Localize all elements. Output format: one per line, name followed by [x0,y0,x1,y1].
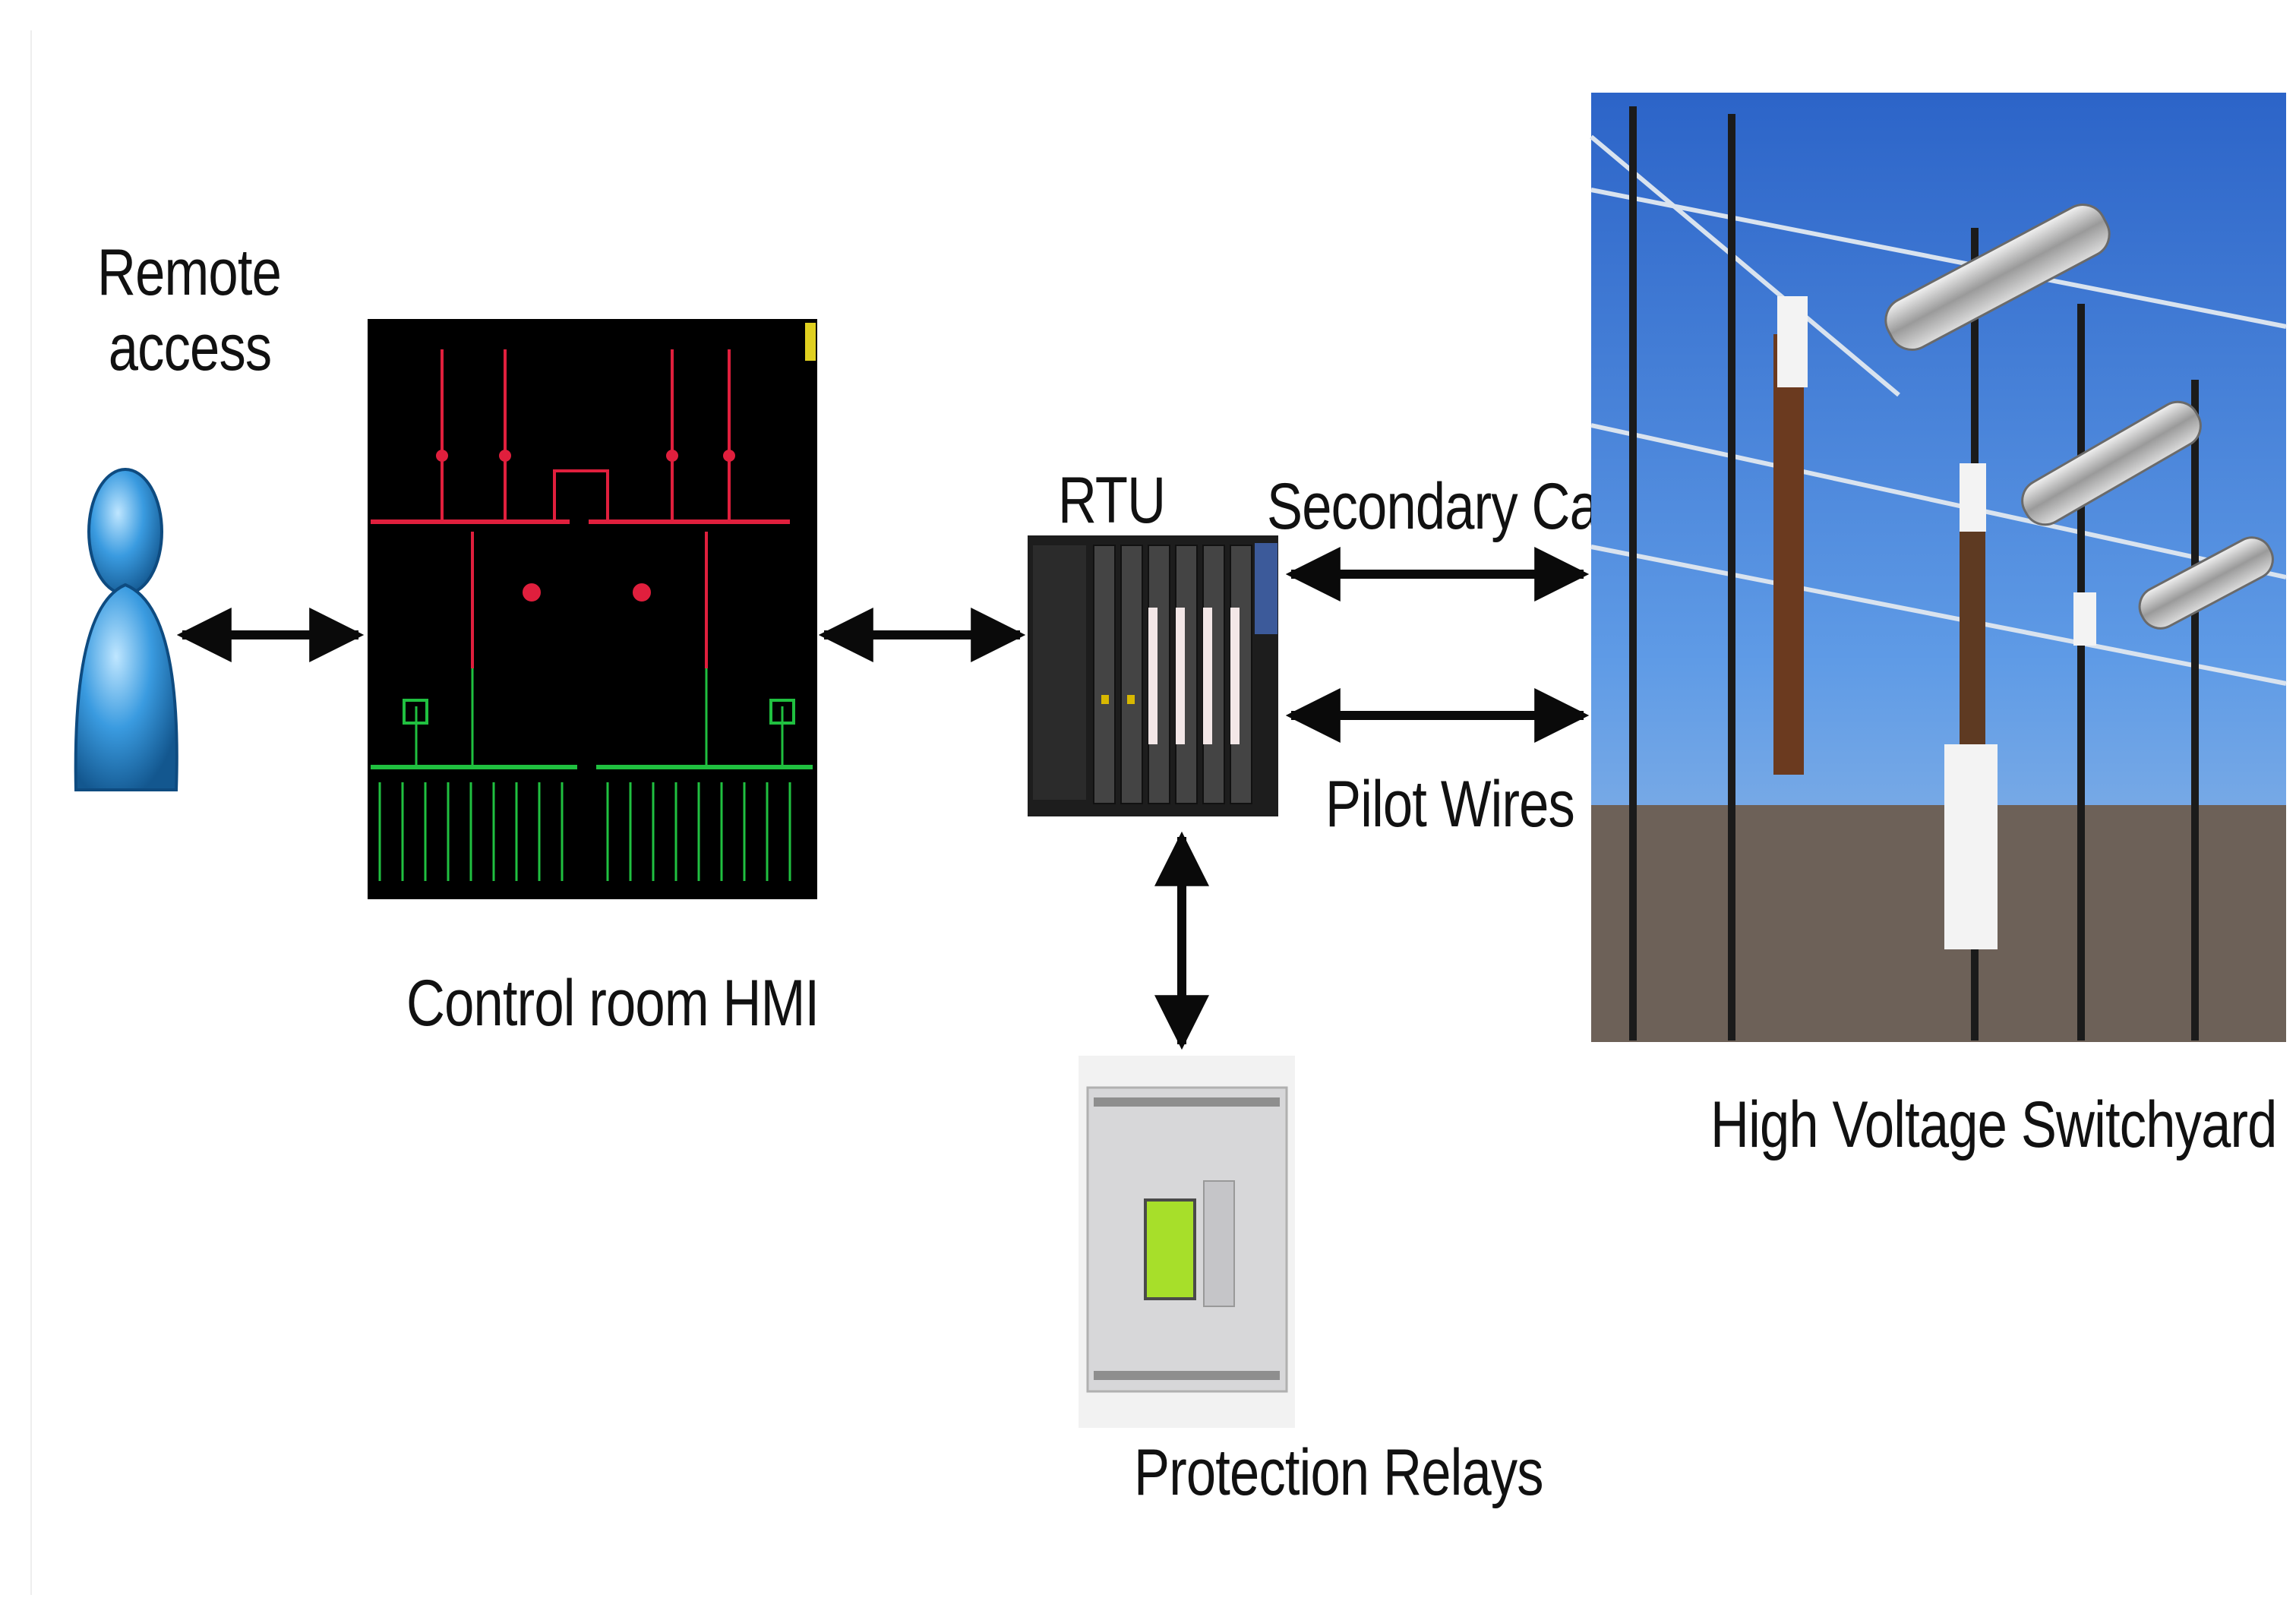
hmi-label: Control room HMI [406,967,820,1040]
user-icon [74,468,178,791]
pilot-wires-label: Pilot Wires [1325,768,1575,841]
left-margin-rule [30,30,32,1595]
protection-relays-label: Protection Relays [1134,1436,1544,1509]
substation-photo [1590,93,2287,1042]
connections [176,547,1590,1050]
remote-label-line2: access [108,311,272,384]
remote-access-label: Remote access [97,235,282,386]
protection-relay-device-icon [1079,1056,1295,1428]
rtu-label: RTU [1058,464,1166,537]
single-line-diagram-screen [368,319,817,899]
rtu-rack-icon [1028,535,1278,816]
remote-label-line1: Remote [97,236,282,309]
switchyard-label: High Voltage Switchyard [1710,1088,2277,1161]
